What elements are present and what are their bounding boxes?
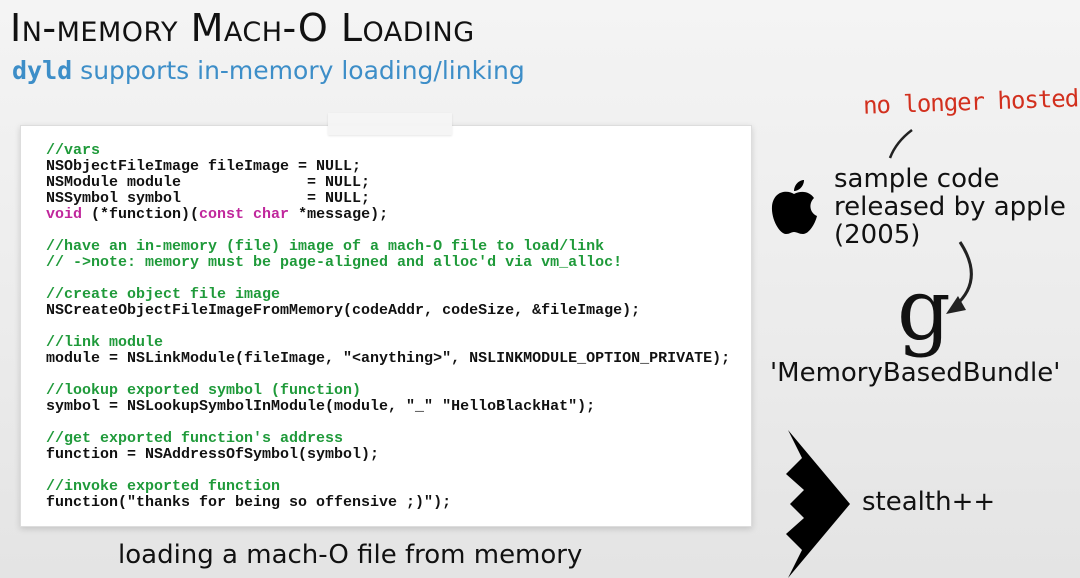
code-card bbox=[20, 125, 752, 527]
code-text: NSCreateObjectFileImageFromMemory(codeAd… bbox=[46, 302, 641, 319]
google-g-logo: g bbox=[897, 261, 951, 359]
code-keyword: void bbox=[46, 206, 83, 223]
code-line: function = NSAddressOfSymbol(symbol); bbox=[46, 447, 730, 463]
code-comment: //link module bbox=[46, 334, 164, 351]
sample-line: sample code bbox=[834, 164, 1000, 194]
code-line: //get exported function's address bbox=[46, 431, 730, 447]
code-line: NSModule module = NULL; bbox=[46, 175, 730, 191]
code-line: void (*function)(const char *message); bbox=[46, 207, 730, 223]
sample-code-text: sample code released by apple (2005) bbox=[834, 165, 1066, 249]
code-text: module = NSLinkModule(fileImage, "<anyth… bbox=[46, 350, 731, 367]
sample-line: (2005) bbox=[834, 220, 921, 250]
tape-decoration bbox=[328, 113, 452, 135]
code-line: NSCreateObjectFileImageFromMemory(codeAd… bbox=[46, 303, 730, 319]
code-line: //lookup exported symbol (function) bbox=[46, 383, 730, 399]
sample-line: released by apple bbox=[834, 192, 1066, 222]
bundle-name: 'MemoryBasedBundle' bbox=[770, 358, 1061, 388]
slide-title: In-memory Mach-O Loading bbox=[10, 6, 475, 50]
code-line: //have an in-memory (file) image of a ma… bbox=[46, 239, 730, 255]
note-arrow bbox=[888, 129, 913, 159]
dyld-label: dyld bbox=[12, 56, 73, 85]
apple-logo-icon bbox=[771, 180, 817, 234]
code-caption: loading a mach-O file from memory bbox=[118, 540, 583, 570]
curved-arrow bbox=[954, 241, 973, 308]
code-line: //link module bbox=[46, 335, 730, 351]
code-line: module = NSLinkModule(fileImage, "<anyth… bbox=[46, 351, 730, 367]
code-text: function = NSAddressOfSymbol(symbol); bbox=[46, 446, 380, 463]
code-comment: //get exported function's address bbox=[46, 430, 344, 447]
code-comment: //lookup exported symbol (function) bbox=[46, 382, 362, 399]
arrowhead bbox=[946, 296, 966, 314]
subtitle-text: supports in-memory loading/linking bbox=[72, 56, 525, 85]
code-comment: //vars bbox=[46, 142, 101, 159]
code-comment: //invoke exported function bbox=[46, 478, 281, 495]
code-text: (*function)( bbox=[82, 206, 200, 223]
code-line: //create object file image bbox=[46, 287, 730, 303]
code-text: NSObjectFileImage fileImage = NULL; bbox=[46, 158, 362, 175]
code-text: *message); bbox=[289, 206, 389, 223]
code-line: NSSymbol symbol = NULL; bbox=[46, 191, 730, 207]
code-line: //vars bbox=[46, 143, 730, 159]
code-keyword: const char bbox=[199, 206, 290, 223]
slide-subtitle: dyld supports in-memory loading/linking bbox=[12, 56, 525, 85]
stealth-label: stealth++ bbox=[862, 487, 996, 517]
code-text: NSSymbol symbol = NULL; bbox=[46, 190, 371, 207]
code-line: //invoke exported function bbox=[46, 479, 730, 495]
code-line: NSObjectFileImage fileImage = NULL; bbox=[46, 159, 730, 175]
stealth-bomber-icon bbox=[786, 430, 850, 578]
code-comment: //have an in-memory (file) image of a ma… bbox=[46, 238, 605, 255]
code-comment: // ->note: memory must be page-aligned a… bbox=[46, 254, 623, 271]
code-line: function("thanks for being so offensive … bbox=[46, 495, 730, 511]
code-text: NSModule module = NULL; bbox=[46, 174, 371, 191]
code-line: symbol = NSLookupSymbolInModule(module, … bbox=[46, 399, 730, 415]
code-line: // ->note: memory must be page-aligned a… bbox=[46, 255, 730, 271]
code-text: function("thanks for being so offensive … bbox=[46, 494, 452, 511]
code-comment: //create object file image bbox=[46, 286, 281, 303]
code-text: symbol = NSLookupSymbolInModule(module, … bbox=[46, 398, 596, 415]
